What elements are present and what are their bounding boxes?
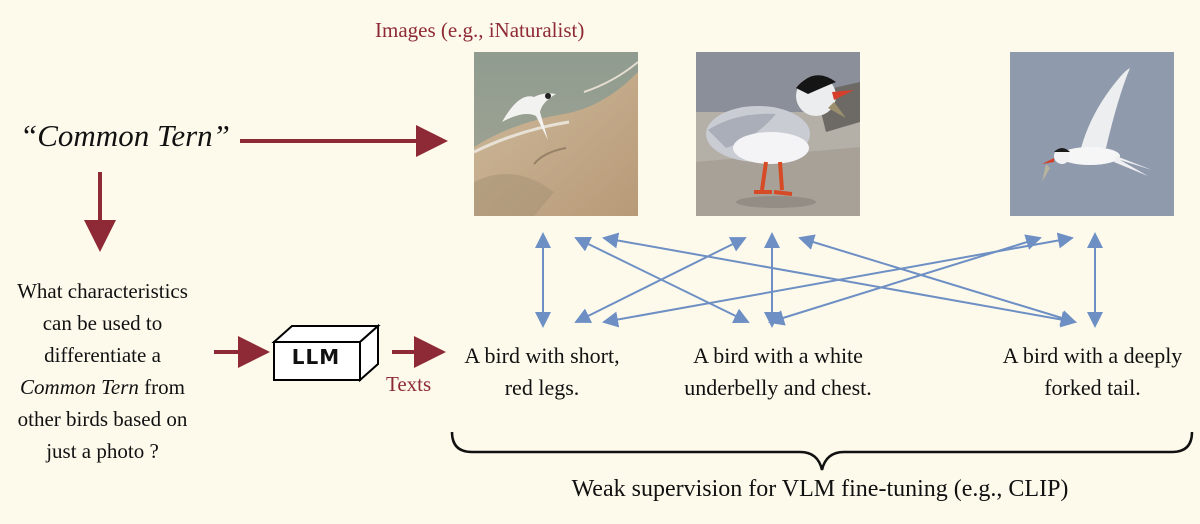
question-line: What characteristics xyxy=(17,279,188,303)
species-emphasis: Common Tern xyxy=(20,375,139,399)
question-line: differentiate a xyxy=(44,343,161,367)
texts-label: Texts xyxy=(386,372,432,396)
weak-supervision-label: Weak supervision for VLM fine-tuning (e.… xyxy=(571,476,1069,502)
caption-white-underbelly: A bird with a white underbelly and chest… xyxy=(663,340,893,404)
connector-img3-text2 xyxy=(768,234,1042,326)
tern-standing-with-fish-photo xyxy=(696,52,860,216)
images-section-title: Images (e.g., iNaturalist) xyxy=(375,18,585,42)
llm-box-icon xyxy=(271,323,381,383)
caption-forked-tail: A bird with a deeply forked tail. xyxy=(985,340,1200,404)
tern-flying-with-fish-photo xyxy=(1010,52,1174,216)
question-line: Common Tern from xyxy=(0,371,205,403)
tern-flying-over-beach-photo xyxy=(474,52,638,216)
caption-short-red-legs: A bird with short, red legs. xyxy=(447,340,637,404)
question-line: other birds based on xyxy=(17,407,188,431)
caption-line: A bird with short, xyxy=(464,343,620,368)
captions-curly-brace xyxy=(450,431,1194,471)
question-fragment: from xyxy=(138,375,185,399)
caption-line: forked tail. xyxy=(1044,375,1141,400)
llm-label: LLM xyxy=(291,345,341,369)
question-line: just a photo ? xyxy=(46,439,159,463)
question-line: can be used to xyxy=(42,311,163,335)
caption-line: A bird with a white xyxy=(693,343,863,368)
llm-question-prompt: What characteristics can be used to diff… xyxy=(0,275,205,467)
caption-line: underbelly and chest. xyxy=(684,375,872,400)
caption-line: red legs. xyxy=(504,375,580,400)
species-name-label: “Common Tern” xyxy=(20,118,230,153)
caption-line: A bird with a deeply xyxy=(1002,343,1183,368)
